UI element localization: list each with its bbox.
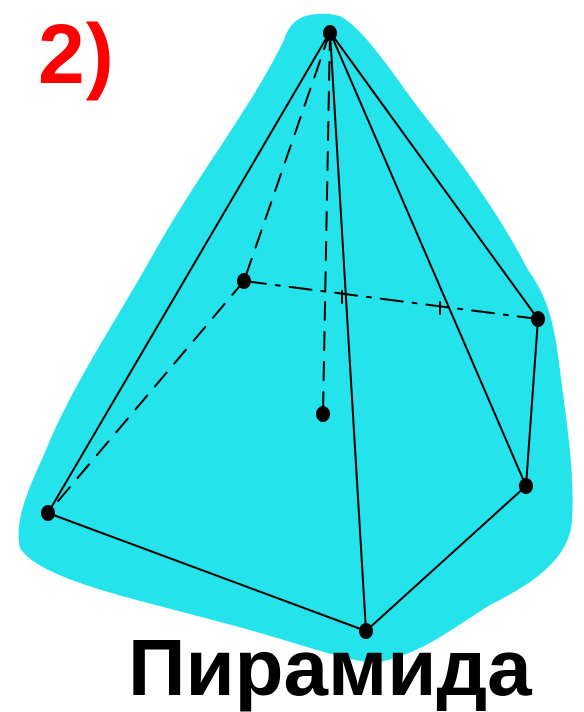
- edge-apex-front-right: [329, 31, 527, 487]
- vertex-front-bottom: [359, 623, 373, 639]
- vertex-base-center: [316, 406, 330, 422]
- base-edge-front-right-back-right: [525, 318, 539, 487]
- vertex-front-left: [41, 505, 55, 521]
- hidden-edge-back-left-back-right: [243, 280, 539, 320]
- vertex-back-left: [237, 273, 251, 289]
- edge-apex-front-left: [47, 31, 331, 514]
- figure-number: 2): [38, 7, 115, 101]
- base-edge-front-left-bottom: [47, 512, 367, 632]
- edge-apex-front-bottom: [329, 31, 367, 632]
- edge-apex-back-right: [329, 31, 539, 320]
- vertex-apex: [323, 25, 337, 41]
- base-edge-bottom-front-right: [365, 485, 527, 632]
- hidden-edge-back-left-front-left: [47, 280, 245, 514]
- pyramid-figure: [18, 13, 573, 663]
- vertex-back-right: [531, 311, 545, 327]
- hidden-edge-apex-back-left: [243, 31, 331, 282]
- figure-caption-text: Пирамида: [128, 623, 532, 712]
- vertex-front-right: [519, 478, 533, 494]
- cyan-blob: [18, 13, 573, 663]
- pyramid-height: [322, 31, 331, 415]
